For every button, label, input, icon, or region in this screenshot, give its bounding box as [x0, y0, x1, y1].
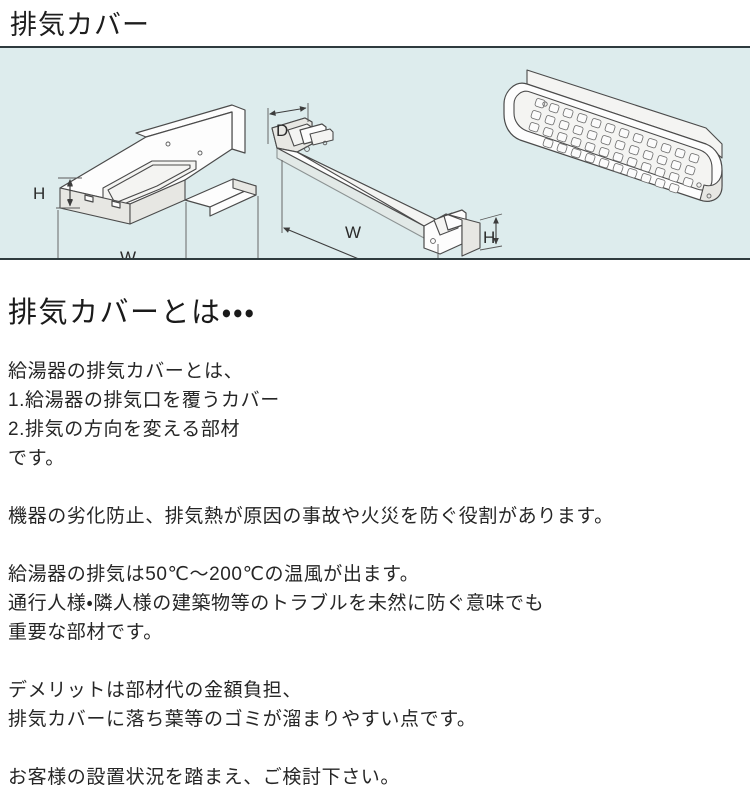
paragraph-closing: お客様の設置状況を踏まえ、ご検討下さい。: [8, 763, 742, 792]
paragraph-demerits: デメリットは部材代の金額負担、 排気カバーに落ち葉等のゴミが溜まりやすい点です。: [8, 676, 742, 734]
exhaust-cover-diagrams: .ol { fill: #fdfdfd; stroke: #4b4b4b; st…: [33, 69, 723, 258]
text-line: デメリットは部材代の金額負担、: [8, 680, 303, 701]
text-line: 排気カバーに落ち葉等のゴミが溜まりやすい点です。: [8, 709, 477, 730]
text-line: です。: [8, 448, 65, 469]
paragraph-definition: 給湯器の排気カバーとは、 1.給湯器の排気口を覆うカバー 2.排気の方向を変える…: [8, 357, 742, 473]
figure-bar-cover: D W H: [267, 103, 503, 258]
dim-label-h-1: H: [33, 184, 45, 203]
figure-box-cover: H W D: [33, 104, 259, 258]
article-body: 給湯器の排気カバーとは、 1.給湯器の排気口を覆うカバー 2.排気の方向を変える…: [8, 357, 742, 792]
text-line: お客様の設置状況を踏まえ、ご検討下さい。: [8, 767, 401, 788]
paragraph-purpose: 機器の劣化防止、排気熱が原因の事故や火災を防ぐ役割があります。: [8, 502, 742, 531]
text-line: 機器の劣化防止、排気熱が原因の事故や火災を防ぐ役割があります。: [8, 506, 614, 527]
dim-label-h-2: H: [483, 228, 495, 247]
text-line: 2.排気の方向を変える部材: [8, 419, 241, 440]
text-line: 重要な部材です。: [8, 622, 163, 643]
dim-label-d-2: D: [276, 121, 288, 140]
section-heading: 排気カバーとは・・・: [8, 297, 256, 329]
product-diagram-panel: .ol { fill: #fdfdfd; stroke: #4b4b4b; st…: [0, 48, 750, 260]
paragraph-temperature-warning: 給湯器の排気は50℃～200℃の温風が出ます。 通行人様・隣人様の建築物等のトラ…: [8, 560, 742, 647]
dim-label-w-1: W: [120, 248, 136, 258]
text-line: 給湯器の排気カバーとは、: [8, 361, 244, 382]
text-line: 給湯器の排気は50℃～200℃の温風が出ます。: [8, 564, 420, 585]
figure-louver-grille-cover: [503, 69, 723, 202]
dim-label-w-2: W: [345, 223, 361, 242]
text-line: 1.給湯器の排気口を覆うカバー: [8, 390, 280, 411]
title-divider: [0, 46, 750, 48]
text-line: 通行人様・隣人様の建築物等のトラブルを未然に防ぐ意味でも: [8, 593, 545, 614]
perforation-grid: [528, 98, 700, 194]
page-title: 排気カバー: [10, 10, 150, 40]
